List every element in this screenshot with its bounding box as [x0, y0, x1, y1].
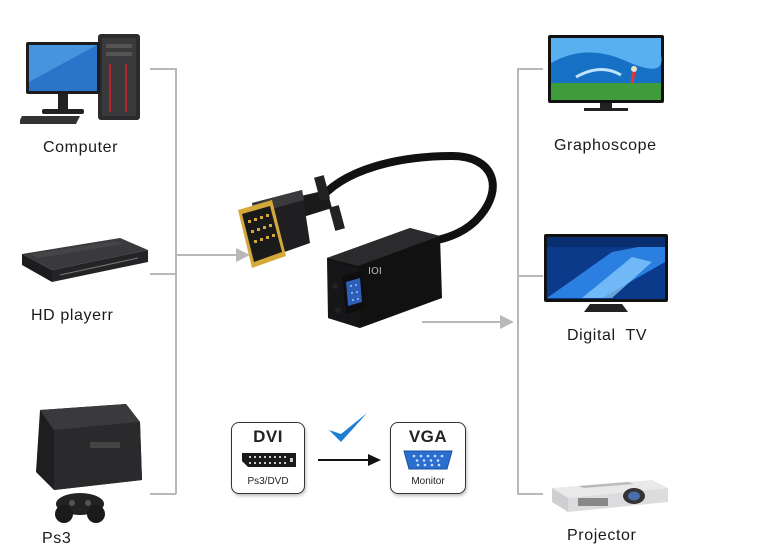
hd-player-label: HD playerr: [31, 307, 114, 324]
vga-caption: Monitor: [411, 476, 445, 487]
dvi-connector-icon: [240, 452, 298, 473]
conversion-arrow: [318, 453, 382, 472]
dvi-title: DVI: [253, 427, 283, 446]
output-arrow-head: [500, 315, 514, 329]
left-bracket-bottom: [150, 493, 176, 495]
graphoscope-label: Graphoscope: [554, 137, 657, 154]
vga-title: VGA: [408, 427, 448, 446]
vga-card: VGA Monitor: [390, 422, 466, 494]
output-arrow-line: [422, 321, 502, 323]
projector-label: Projector: [567, 527, 637, 544]
dvi-caption: Ps3/DVD: [247, 476, 289, 487]
dvi-vga-adapter-image: [232, 148, 507, 338]
right-bracket-mid: [517, 275, 543, 277]
ps3-label: Ps3: [42, 530, 72, 547]
input-arrow-head: [236, 248, 250, 262]
ps3-console-icon: [30, 402, 145, 532]
vga-connector-icon: [402, 450, 454, 475]
left-bracket-mid: [150, 273, 176, 275]
left-bracket-vertical: [175, 68, 177, 494]
input-arrow-line: [177, 254, 239, 256]
checkmark-icon: [326, 410, 370, 455]
left-bracket-top: [150, 68, 176, 70]
hd-player-icon: [20, 232, 150, 292]
vga-port-marking: IOI: [368, 266, 382, 277]
dvi-card: DVI Ps3/DVD: [231, 422, 305, 494]
tv-screen-icon: [546, 33, 666, 118]
computer-icon: [18, 32, 155, 132]
right-bracket-bottom: [517, 493, 543, 495]
digital-tv-icon: [542, 232, 670, 319]
right-bracket-top: [517, 68, 543, 70]
digital-tv-label: Digital TV: [567, 327, 648, 344]
right-bracket-vertical: [517, 68, 519, 494]
projector-icon: [548, 470, 670, 523]
computer-label: Computer: [43, 139, 119, 156]
